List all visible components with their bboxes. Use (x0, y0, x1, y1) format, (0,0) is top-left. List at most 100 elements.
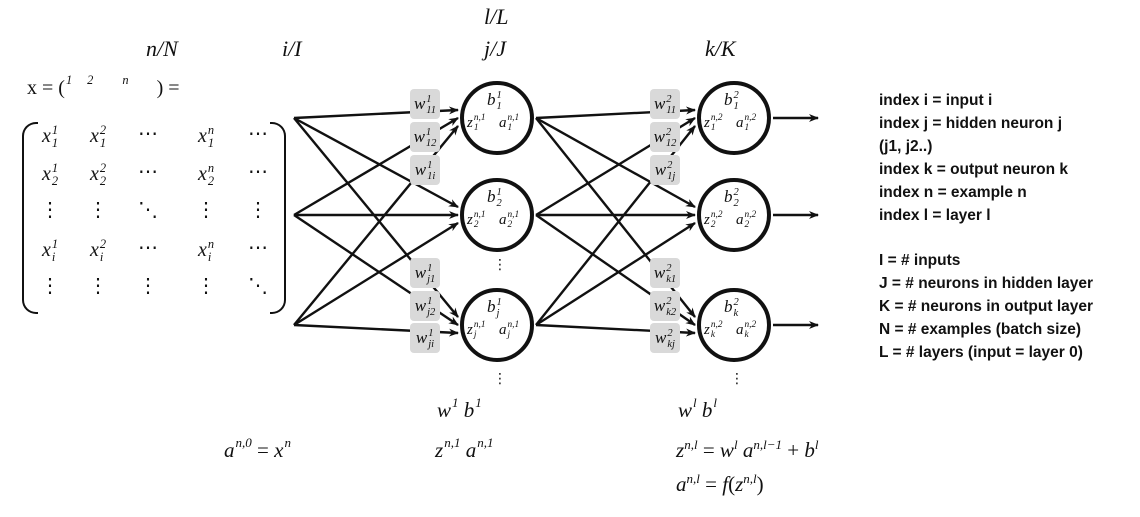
symbol-scripts: n (122, 73, 128, 100)
subscript: 1 (51, 136, 59, 151)
superscript: n,2 (710, 320, 723, 330)
vector-lhs: x = ( (27, 77, 65, 99)
symbol-base: b (487, 296, 496, 316)
superscript: 1 (51, 123, 59, 137)
subscript: 1i (427, 171, 436, 183)
subscript: 1 (733, 101, 739, 113)
subscript: 1 (207, 136, 215, 151)
subscript: i (51, 250, 56, 265)
superscript: 2 (667, 328, 673, 340)
matrix-cell: ⋮ (138, 275, 158, 297)
examples-index-label: n/N (146, 36, 178, 61)
subscript: i (99, 250, 104, 265)
legend-count-line: I = # inputs (879, 252, 961, 269)
symbol-base: b (724, 186, 733, 206)
subscript: 1 (99, 136, 107, 151)
symbol-base: x (197, 124, 207, 147)
symbol-scripts: 1 (475, 396, 482, 423)
symbol-base: a (465, 438, 477, 462)
superscript: n (207, 237, 215, 251)
superscript: n,2 (744, 113, 757, 123)
symbol-base: w (653, 263, 666, 282)
subscript: 1 (710, 122, 716, 133)
subscript: j (473, 329, 477, 340)
symbol-base: x (41, 162, 51, 185)
symbol-scripts: l (713, 396, 717, 423)
symbol-base: w (655, 328, 667, 347)
symbol-base: a (499, 212, 507, 229)
symbol-base: a (676, 472, 687, 496)
subscript (444, 450, 460, 464)
subscript: 2 (744, 219, 750, 230)
superscript: n,1 (507, 113, 520, 123)
symbol-base: a (736, 322, 744, 339)
symbol-base: w (414, 160, 427, 179)
count-legend: I = # inputs J = # neurons in hidden laye… (879, 249, 1093, 364)
subscript (477, 450, 493, 464)
superscript: 2 (87, 73, 94, 87)
matrix-cell: ⋮ (88, 275, 108, 297)
symbol-base: a (736, 212, 744, 229)
subscript: j2 (427, 307, 436, 319)
hidden-neuron (460, 81, 534, 155)
inputs-index-label: i/I (282, 36, 302, 61)
symbol-base: z (467, 212, 473, 229)
symbol-base: z (467, 322, 473, 339)
superscript: n (207, 123, 215, 137)
symbol-base: x (41, 238, 51, 261)
symbol-base: b (487, 89, 496, 109)
matrix-cell: ⋯ (138, 161, 158, 183)
symbol-scripts: n,1 (444, 436, 460, 463)
superscript: n,l−1 (753, 437, 782, 452)
legend-count-line: J = # neurons in hidden layer (879, 275, 1094, 292)
superscript: 1 (496, 297, 502, 308)
symbol-scripts: n,1 (477, 436, 493, 463)
superscript: n,1 (507, 320, 520, 330)
symbol-scripts: 1 (452, 396, 459, 423)
symbol-base: w (653, 127, 665, 146)
superscript: 1 (428, 328, 434, 340)
superscript: 2 (667, 160, 673, 172)
superscript: 1 (427, 296, 433, 308)
symbol-base: w (415, 328, 428, 347)
subscript (236, 450, 252, 464)
subscript: 1 (473, 122, 479, 133)
math-symbol: bl (804, 438, 818, 462)
superscript: n,l (686, 471, 700, 486)
superscript: 2 (733, 90, 739, 101)
math-symbol: zn,l (735, 472, 757, 496)
